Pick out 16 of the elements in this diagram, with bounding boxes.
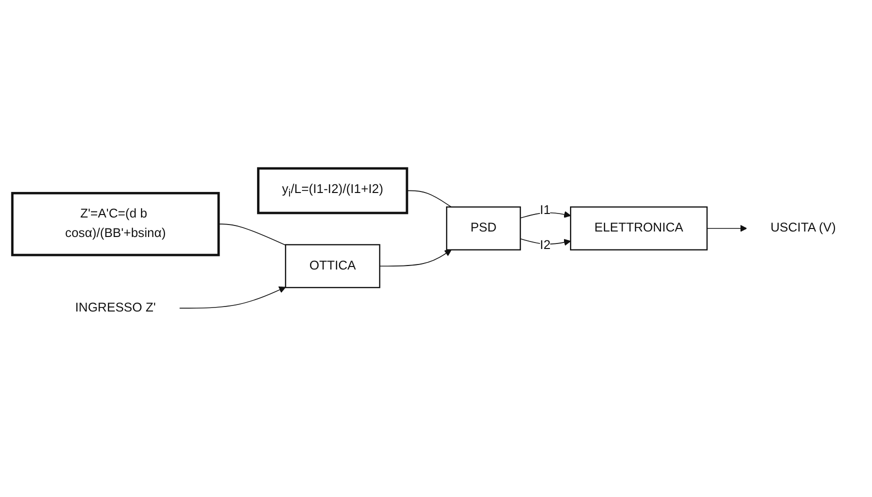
edge-label: I2 — [540, 238, 550, 252]
node-box: y$_{i}$/L=(I1-I2)/(I1+I2) — [257, 166, 408, 214]
arrow — [520, 238, 571, 246]
edge-label: I1 — [540, 203, 550, 217]
node-box: OTTICA — [284, 244, 380, 288]
node-box: ELETTRONICA — [570, 206, 708, 250]
node-text: USCITA (V) — [770, 220, 836, 234]
node-box: Z'=A'C=(d b cosα)/(BB'+bsinα) — [11, 191, 220, 256]
arrow — [379, 249, 452, 266]
node-box: PSD — [446, 206, 521, 250]
arrow — [706, 224, 748, 232]
node-text: INGRESSO Z' — [75, 300, 156, 314]
arrow — [520, 210, 571, 218]
connector — [406, 190, 452, 207]
arrow — [179, 286, 286, 308]
connector — [218, 223, 286, 246]
